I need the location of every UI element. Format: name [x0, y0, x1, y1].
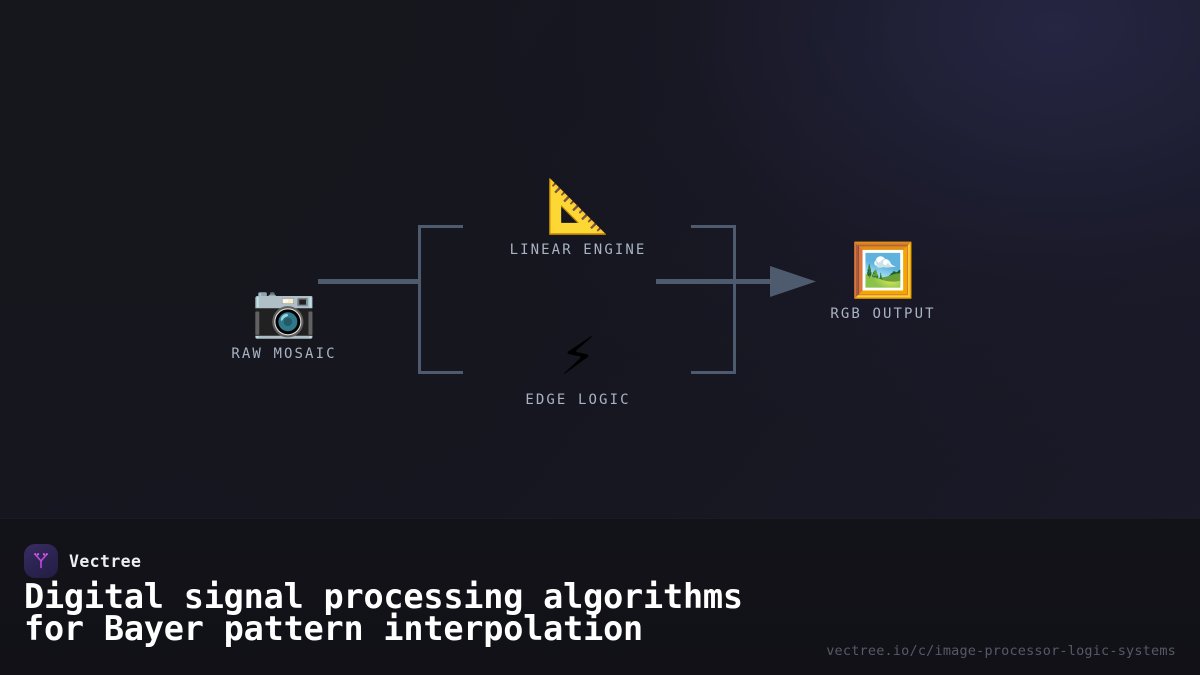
vectree-tree-mark-icon [24, 544, 58, 578]
card-footer: Vectree Digital signal processing algori… [0, 518, 1200, 675]
diagram-stage: 📷 RAW MOSAIC 📐 LINEAR ENGINE ⚡ EDGE LOGI… [174, 178, 993, 408]
diagram-node-label-linear-engine: LINEAR ENGINE [509, 242, 647, 258]
share-url: vectree.io/c/image-processor-logic-syste… [826, 643, 1176, 659]
framed-picture-icon: 🖼️ [850, 241, 916, 301]
diagram-node-edge-logic[interactable]: ⚡ EDGE LOGIC [468, 328, 688, 408]
diagram-node-linear-engine[interactable]: 📐 LINEAR ENGINE [468, 178, 688, 258]
diagram-node-label-edge-logic: EDGE LOGIC [525, 392, 631, 408]
brand-name: Vectree [69, 551, 142, 571]
page-title: Digital signal processing algorithms for… [24, 577, 743, 648]
diagram-node-label-raw-mosaic: RAW MOSAIC [231, 346, 337, 362]
triangular-ruler-icon: 📐 [545, 177, 611, 237]
diagram-connectors [318, 225, 816, 374]
brand-row[interactable]: Vectree [24, 544, 141, 578]
diagram-node-raw-mosaic[interactable]: 📷 RAW MOSAIC [174, 282, 394, 362]
high-voltage-icon: ⚡ [559, 327, 597, 387]
camera-icon: 📷 [251, 281, 317, 341]
diagram-node-label-rgb-output: RGB OUTPUT [830, 306, 936, 322]
diagram-node-rgb-output[interactable]: 🖼️ RGB OUTPUT [773, 242, 993, 322]
